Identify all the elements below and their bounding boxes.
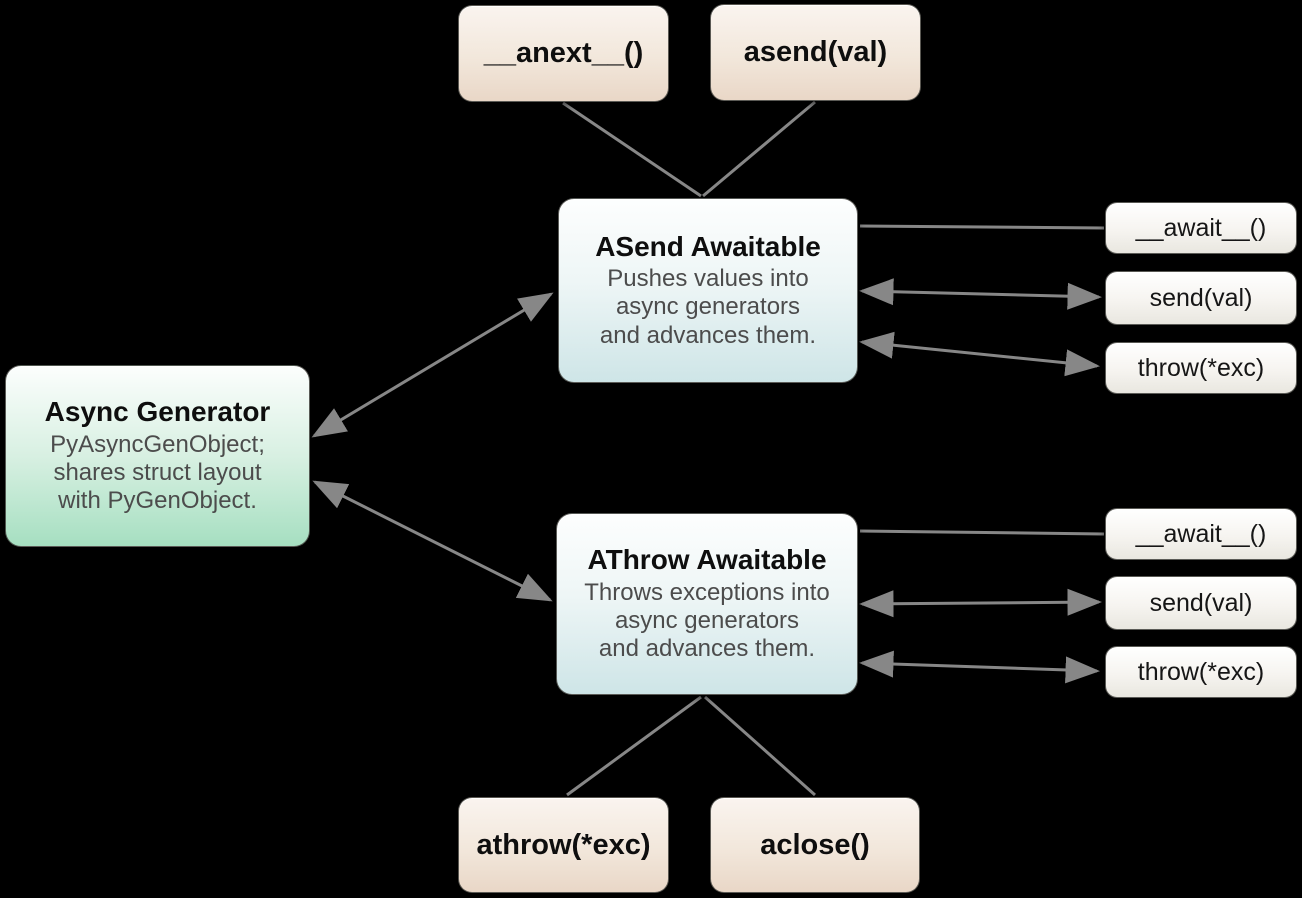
athrow-await-label: __await__() bbox=[1135, 519, 1267, 548]
node-anext-method: __anext__() bbox=[458, 5, 669, 102]
node-asend-await-method: __await__() bbox=[1105, 202, 1297, 254]
connector-asend-to-asend-awaitable bbox=[702, 100, 816, 198]
athrow-awaitable-title: AThrow Awaitable bbox=[587, 544, 827, 576]
asend-await-label: __await__() bbox=[1135, 213, 1267, 242]
asend-throw-label: throw(*exc) bbox=[1137, 353, 1265, 382]
connector-asend-awaitable-send bbox=[859, 278, 1102, 310]
node-asend-label: asend(val) bbox=[743, 36, 888, 68]
athrow-awaitable-body-line: and advances them. bbox=[598, 635, 816, 663]
asend-awaitable-title: ASend Awaitable bbox=[595, 230, 821, 262]
node-athrow-awaitable: AThrow Awaitable Throws exceptions into … bbox=[556, 513, 858, 695]
node-anext-label: __anext__() bbox=[483, 37, 644, 69]
connector-asend-awaitable-throw bbox=[859, 331, 1100, 377]
connector-athrow-awaitable-send bbox=[859, 588, 1102, 618]
node-aclose-method: aclose() bbox=[710, 797, 920, 893]
async-generator-title: Async Generator bbox=[44, 396, 271, 428]
node-asend-awaitable: ASend Awaitable Pushes values into async… bbox=[558, 198, 858, 383]
connector-anext-to-asend-awaitable bbox=[562, 101, 702, 198]
athrow-throw-label: throw(*exc) bbox=[1137, 657, 1265, 686]
node-athrow-method: athrow(*exc) bbox=[458, 797, 669, 893]
asend-awaitable-body-line: async generators bbox=[615, 293, 801, 321]
connector-athrow-awaitable-to-athrow bbox=[566, 695, 702, 797]
async-generator-body-line: PyAsyncGenObject; bbox=[50, 430, 265, 458]
connector-generator-athrow-awaitable bbox=[312, 480, 553, 602]
node-asend-method: asend(val) bbox=[710, 4, 921, 101]
async-generator-body-line: with PyGenObject. bbox=[58, 487, 257, 515]
connector-athrow-awaitable-to-aclose bbox=[704, 695, 816, 797]
node-async-generator: Async Generator PyAsyncGenObject; shares… bbox=[5, 365, 310, 547]
asend-awaitable-body-line: Pushes values into bbox=[607, 265, 809, 293]
node-athrow-label: athrow(*exc) bbox=[476, 828, 651, 861]
node-asend-send-method: send(val) bbox=[1105, 271, 1297, 325]
node-aclose-label: aclose() bbox=[760, 828, 870, 861]
connector-asend-awaitable-await bbox=[859, 224, 1105, 230]
node-athrow-await-method: __await__() bbox=[1105, 508, 1297, 560]
connector-athrow-awaitable-throw bbox=[859, 650, 1100, 684]
connector-athrow-awaitable-await bbox=[859, 529, 1105, 536]
node-athrow-throw-method: throw(*exc) bbox=[1105, 646, 1297, 698]
async-generator-body-line: shares struct layout bbox=[53, 458, 262, 486]
asend-awaitable-body-line: and advances them. bbox=[599, 321, 817, 349]
athrow-awaitable-body-line: Throws exceptions into bbox=[584, 578, 830, 606]
node-athrow-send-method: send(val) bbox=[1105, 576, 1297, 630]
connector-generator-asend-awaitable bbox=[311, 292, 554, 438]
athrow-send-label: send(val) bbox=[1149, 588, 1253, 617]
node-asend-throw-method: throw(*exc) bbox=[1105, 342, 1297, 394]
asend-send-label: send(val) bbox=[1149, 283, 1253, 312]
athrow-awaitable-body-line: async generators bbox=[614, 606, 800, 634]
